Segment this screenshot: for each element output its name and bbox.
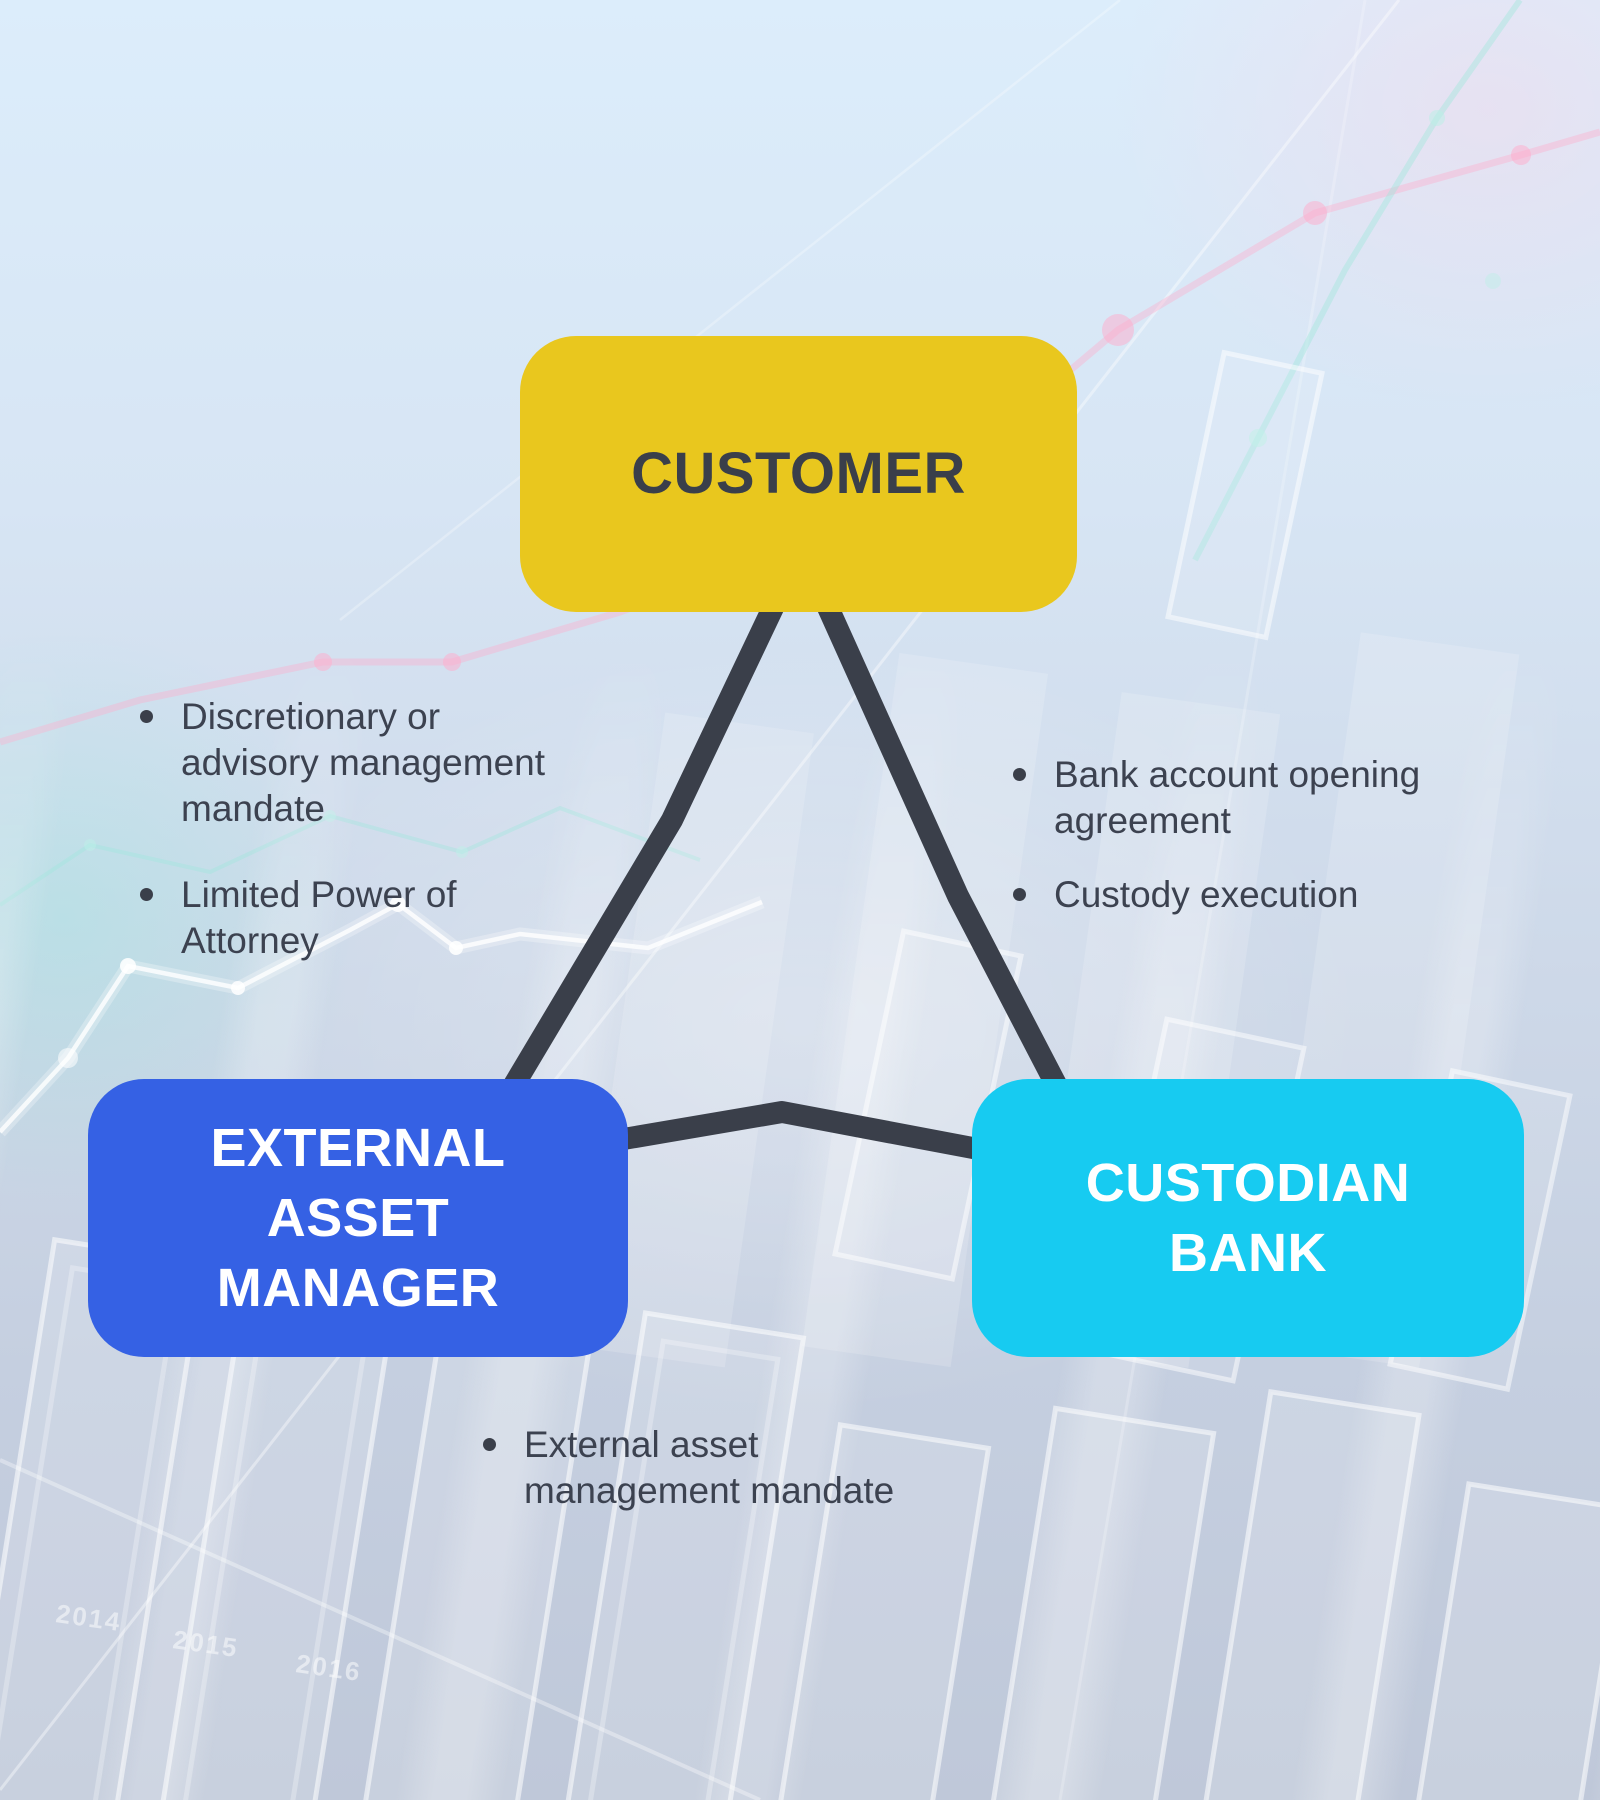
node-external-asset-manager-label: EXTERNAL ASSET MANAGER xyxy=(210,1117,506,1319)
edge-customer-eam-line xyxy=(494,561,801,1111)
background-teal-polyline xyxy=(0,805,701,907)
list-item: External asset management mandate xyxy=(483,1422,913,1514)
background-teal-line-topright xyxy=(1192,0,1523,562)
background-diagonal-lines xyxy=(0,0,1401,1800)
background-bar-chart xyxy=(0,1227,1600,1800)
edge-labels-customer-custodian: Bank account opening agreement Custody e… xyxy=(1013,752,1473,918)
node-custodian-bank: CUSTODIAN BANK xyxy=(972,1079,1524,1357)
bullet-dot xyxy=(140,710,153,723)
bullet-text: Bank account opening agreement xyxy=(1054,754,1421,841)
background-white-polyline xyxy=(0,895,765,1137)
bullet-text: Limited Power of Attorney xyxy=(181,874,457,961)
node-customer: CUSTOMER xyxy=(520,336,1077,612)
bullet-text: Custody execution xyxy=(1054,874,1359,915)
bullet-text: Discretionary or advisory management man… xyxy=(181,696,546,829)
edge-labels-customer-eam: Discretionary or advisory management man… xyxy=(140,694,560,964)
list-item: Custody execution xyxy=(1013,872,1473,918)
node-customer-label: CUSTOMER xyxy=(631,441,966,507)
node-custodian-bank-label: CUSTODIAN BANK xyxy=(1085,1152,1411,1283)
list-item: Discretionary or advisory management man… xyxy=(140,694,560,832)
node-external-asset-manager: EXTERNAL ASSET MANAGER xyxy=(88,1079,628,1357)
edge-customer-custodian-line xyxy=(801,561,1073,1107)
list-item: Limited Power of Attorney xyxy=(140,872,560,964)
bullet-dot xyxy=(483,1438,496,1451)
bullet-dot xyxy=(1013,888,1026,901)
edge-labels-eam-custodian: External asset management mandate xyxy=(483,1422,913,1514)
bullet-text: External asset management mandate xyxy=(524,1424,895,1511)
edge-eam-custodian-line xyxy=(595,1101,1005,1163)
bullet-dot xyxy=(1013,768,1026,781)
bullet-dot xyxy=(140,888,153,901)
list-item: Bank account opening agreement xyxy=(1013,752,1473,844)
